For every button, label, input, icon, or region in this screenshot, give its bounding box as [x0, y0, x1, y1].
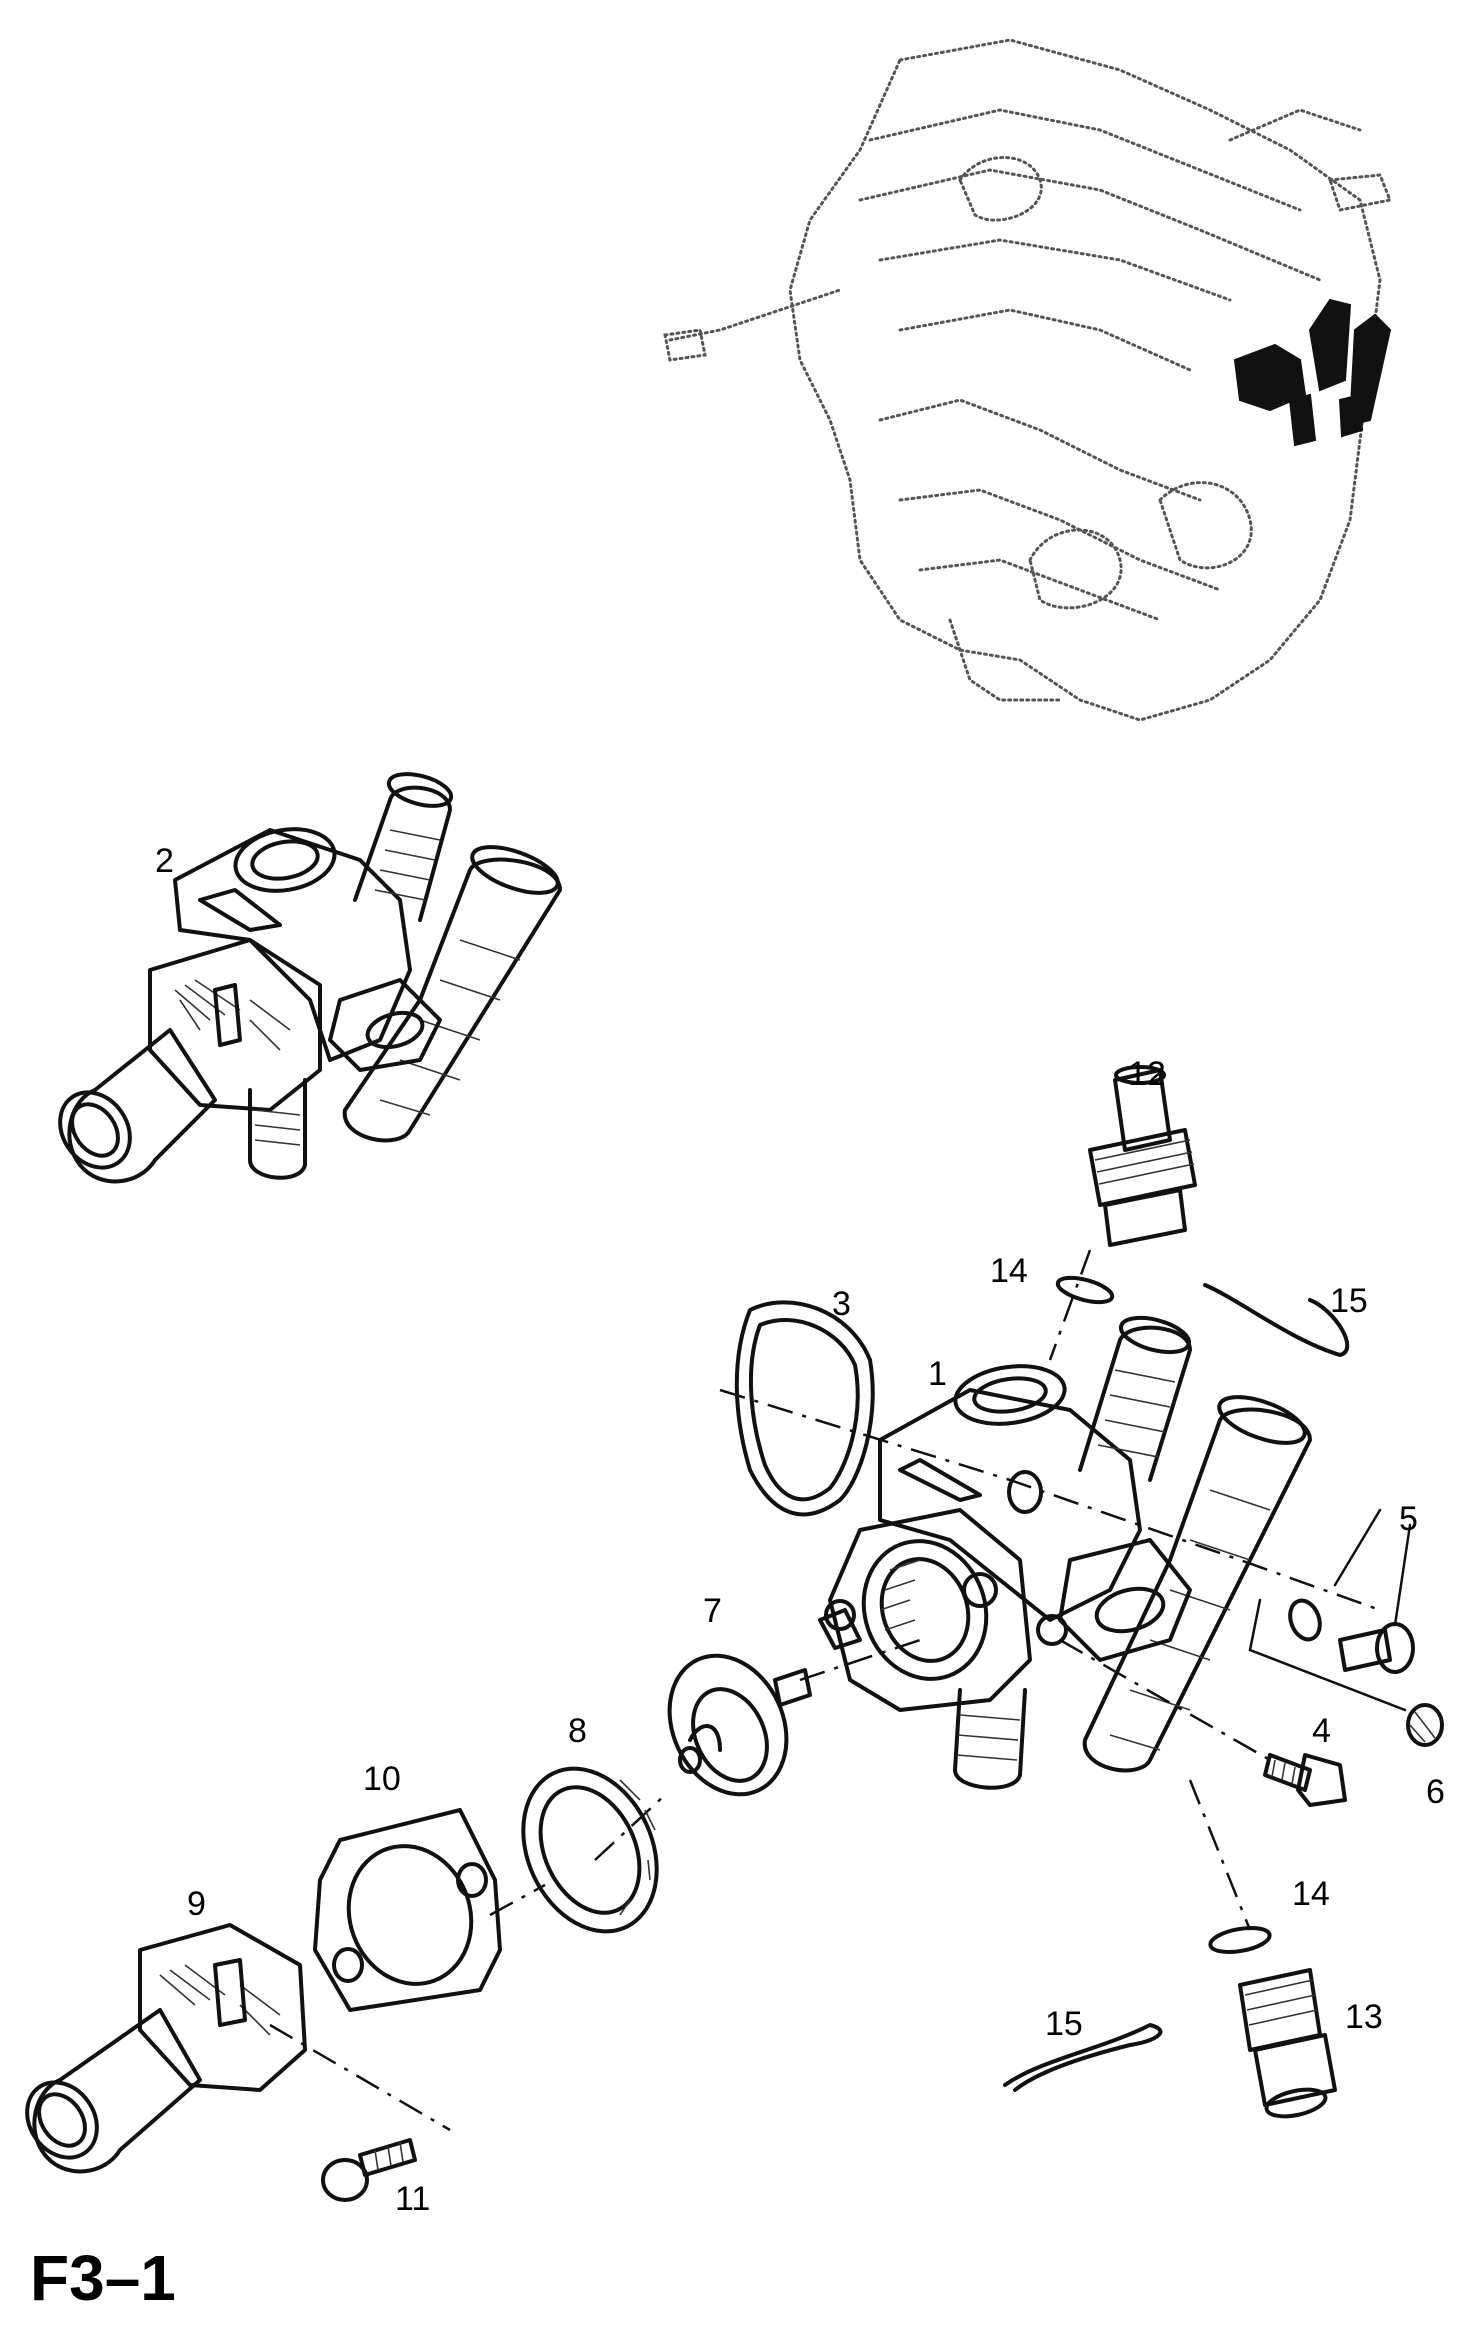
thermostat — [667, 1638, 921, 1797]
callout-11: 11 — [395, 2180, 430, 2218]
callout-13: 13 — [1345, 1998, 1383, 2036]
thermostat-cover — [25, 1923, 451, 2174]
callout-15-upper: 15 — [1330, 1282, 1368, 1320]
callout-2: 2 — [155, 842, 174, 880]
callout-12: 12 — [1128, 1055, 1166, 1093]
callout-1: 1 — [928, 1355, 947, 1393]
mounting-bolt-housing — [1059, 1638, 1347, 1807]
engine-overview-illustration — [663, 38, 1393, 722]
callout-3: 3 — [832, 1285, 851, 1323]
o-ring-lower — [1188, 1779, 1272, 1955]
callout-14-upper: 14 — [990, 1252, 1028, 1290]
callout-14-lower: 14 — [1292, 1875, 1330, 1913]
temperature-sensor-upper — [1088, 1065, 1197, 1247]
callout-4: 4 — [1312, 1712, 1331, 1750]
sealing-ring — [521, 1766, 666, 1934]
figure-label: F3–1 — [30, 2242, 176, 2314]
plug-cap — [1248, 1598, 1444, 1747]
thermostat-housing-assembly — [58, 772, 562, 1184]
housing-gasket — [734, 1300, 875, 1517]
callout-6: 6 — [1426, 1773, 1445, 1811]
callout-7: 7 — [703, 1592, 722, 1630]
cover-gasket — [313, 1808, 546, 2012]
mounting-bolt-cover — [321, 2138, 417, 2202]
callout-15-lower: 15 — [1045, 2005, 1083, 2043]
callout-10: 10 — [363, 1760, 401, 1798]
retaining-clip-lower — [1003, 2023, 1163, 2092]
drain-plug-with-washer — [1288, 1508, 1415, 1674]
o-ring-upper — [1048, 1249, 1115, 1361]
thermostat-housing — [719, 1315, 1381, 1790]
callout-8: 8 — [568, 1712, 587, 1750]
thermostat-location-highlight — [1233, 298, 1392, 447]
callout-5: 5 — [1399, 1500, 1418, 1538]
callout-9: 9 — [187, 1885, 206, 1923]
temperature-sensor-lower — [1238, 1968, 1337, 2119]
retaining-clip-upper — [1203, 1283, 1350, 1357]
